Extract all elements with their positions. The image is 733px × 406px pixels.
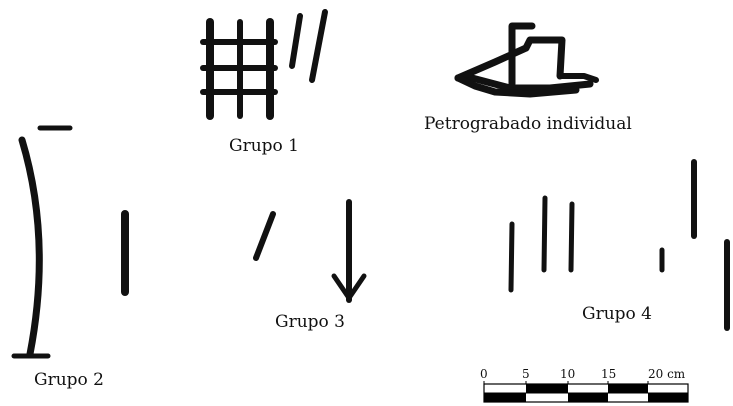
scale-tick-20: 20 cm	[648, 367, 686, 381]
group2-glyphs	[11, 125, 129, 359]
individual-petroglyph	[454, 22, 599, 98]
group3-label: Grupo 3	[275, 312, 345, 332]
group1-slash-marks	[289, 9, 328, 83]
scale-segment-5	[648, 393, 688, 402]
individual-petroglyph-label: Petrograbado individual	[424, 114, 632, 134]
scale-bar	[483, 381, 689, 403]
group4-glyphs	[508, 159, 730, 331]
scale-tick-15: 15	[601, 367, 617, 381]
group1-label: Grupo 1	[229, 136, 299, 156]
group3-glyphs	[253, 199, 367, 303]
scale-tick-5: 5	[522, 367, 530, 381]
group1-grid-glyph	[200, 18, 278, 120]
group4-label: Grupo 4	[582, 304, 652, 324]
scale-tick-10: 10	[560, 367, 576, 381]
group2-label: Grupo 2	[34, 370, 104, 390]
scale-segment-2	[526, 384, 568, 393]
scale-tick-0: 0	[480, 367, 488, 381]
scale-segment-1	[484, 393, 526, 402]
scale-segment-3	[568, 393, 608, 402]
scale-segment-4	[608, 384, 648, 393]
